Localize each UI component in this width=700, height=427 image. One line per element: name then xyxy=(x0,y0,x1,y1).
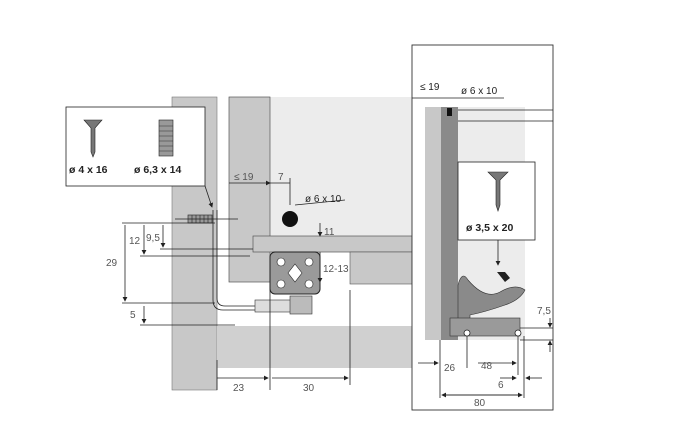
dim-offset-7: 7 xyxy=(278,172,284,183)
drawer-front-side xyxy=(441,107,458,340)
dim-side-thickness: ≤ 19 xyxy=(234,172,254,183)
screw-label-6-3x14: ø 6,3 x 14 xyxy=(134,164,181,176)
dim-48: 48 xyxy=(481,361,493,372)
left-section-view: ø 4 x 16 ø 6,3 x 14 ≤ 19 xyxy=(65,96,413,394)
right-dowel-label: ø 6 x 10 xyxy=(461,86,498,97)
dowel-icon xyxy=(447,108,452,116)
dim-5: 5 xyxy=(130,310,136,321)
drawer-bottom xyxy=(252,235,413,253)
dim-26: 26 xyxy=(444,363,456,374)
front-panel xyxy=(425,107,441,340)
dim-6: 6 xyxy=(498,380,504,391)
screw-label-3-5x20: ø 3,5 x 20 xyxy=(466,222,513,234)
dowel-icon xyxy=(282,211,298,227)
dowel-label: ø 6 x 10 xyxy=(305,194,342,205)
dim-30: 30 xyxy=(303,383,315,394)
dim-80: 80 xyxy=(474,398,486,409)
runner-base xyxy=(449,317,521,337)
dim-23: 23 xyxy=(233,383,245,394)
runner-bracket xyxy=(212,210,291,311)
wood-screw-icon xyxy=(83,119,103,158)
euro-screw-icon xyxy=(158,119,174,157)
lower-panel xyxy=(217,326,412,368)
locking-device xyxy=(457,275,526,331)
dim-9-5: 9,5 xyxy=(146,233,160,244)
arrow-icon xyxy=(497,272,510,282)
screw-label-4x16: ø 4 x 16 xyxy=(69,164,108,176)
dim-7-5: 7,5 xyxy=(537,306,551,317)
drawer-side-panel xyxy=(228,96,271,283)
wood-screw-icon xyxy=(487,171,509,212)
drawer-back-block xyxy=(349,251,413,285)
dim-11: 11 xyxy=(324,227,335,238)
dim-right-side-thickness: ≤ 19 xyxy=(420,82,440,93)
right-section-view: ≤ 19 ø 6 x 10 ø 3,5 x 20 7,5 26 xyxy=(411,44,554,411)
dim-12-13: 12-13 xyxy=(323,264,349,275)
dim-29: 29 xyxy=(106,258,118,269)
dim-12: 12 xyxy=(129,236,141,247)
